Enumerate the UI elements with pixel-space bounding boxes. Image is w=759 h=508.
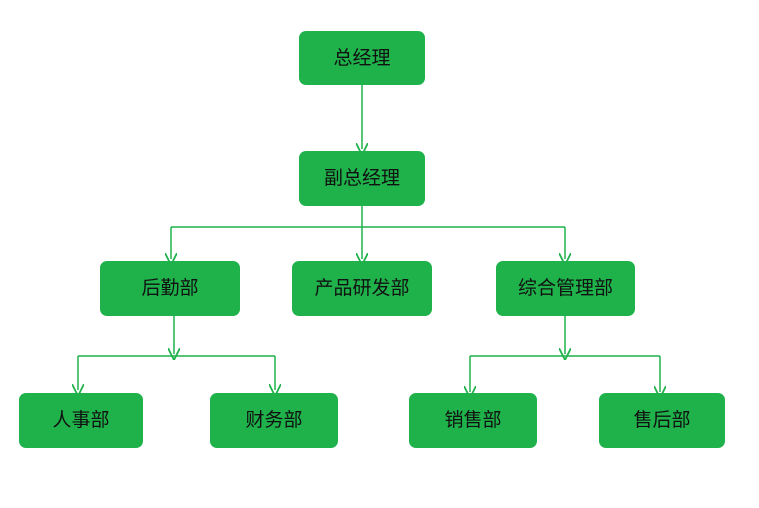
node-general-manager: 总经理: [299, 31, 425, 85]
node-sales-dept: 销售部: [409, 393, 537, 448]
node-finance-dept: 财务部: [210, 393, 338, 448]
node-deputy-general-manager: 副总经理: [299, 151, 425, 206]
node-logistics-dept: 后勤部: [100, 261, 240, 316]
node-general-manager-label: 总经理: [333, 46, 391, 69]
node-deputy-general-manager-label: 副总经理: [323, 167, 400, 189]
node-logistics-dept-label: 后勤部: [141, 277, 199, 299]
node-hr-dept: 人事部: [19, 393, 143, 448]
node-rnd-dept: 产品研发部: [292, 261, 432, 316]
node-rnd-dept-label: 产品研发部: [314, 277, 410, 299]
node-after-sales-dept: 售后部: [599, 393, 725, 448]
node-finance-dept-label: 财务部: [245, 409, 303, 431]
connectors: [78, 85, 660, 392]
node-sales-dept-label: 销售部: [444, 409, 502, 431]
node-after-sales-dept-label: 售后部: [633, 409, 691, 431]
node-general-mgmt-dept: 综合管理部: [496, 261, 635, 316]
node-hr-dept-label: 人事部: [52, 409, 110, 431]
node-general-mgmt-dept-label: 综合管理部: [517, 277, 613, 299]
